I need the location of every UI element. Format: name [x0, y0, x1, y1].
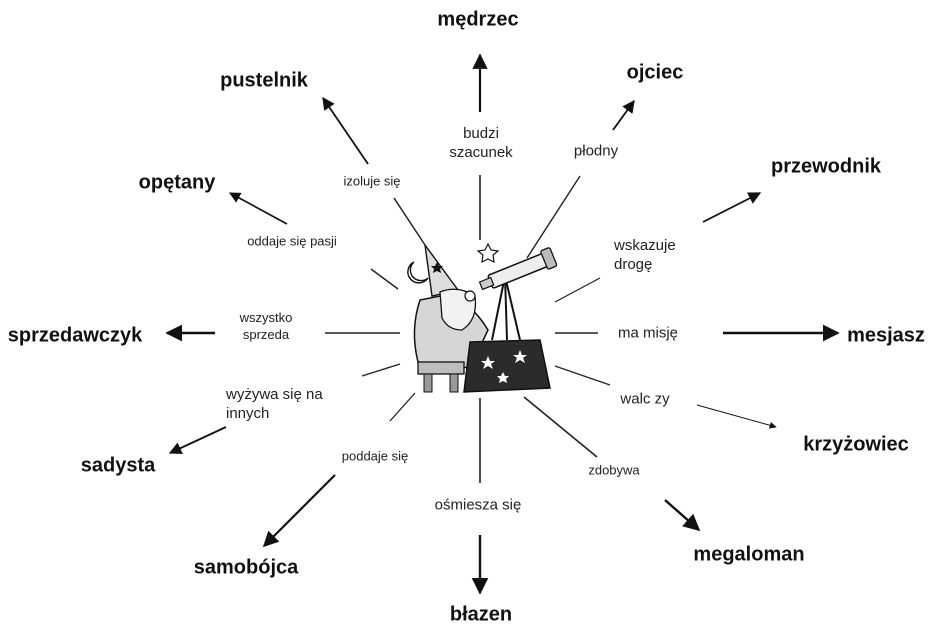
trait-right-up: wskazuje drogę	[614, 236, 676, 274]
arrow-right-up	[703, 193, 760, 222]
outcome-left: sprzedawczyk	[8, 325, 143, 348]
arrow-left-down	[170, 427, 226, 453]
telescope-icon	[488, 252, 551, 288]
outcome-bottom-right: megaloman	[693, 544, 804, 567]
line-right-down-inner	[555, 366, 610, 385]
arrow-top-left	[323, 98, 368, 164]
trait-bottom-left: poddaje się	[342, 448, 409, 465]
arrow-bottom-right	[665, 500, 699, 530]
trait-left-up: oddaje się pasji	[247, 233, 337, 250]
outcome-bottom-left: samobójca	[194, 557, 298, 580]
line-bottom-right-inner	[524, 397, 597, 457]
wizard-hat	[425, 245, 458, 296]
wizard-illustration	[408, 244, 557, 392]
trait-top: budzi szacunek	[449, 124, 512, 162]
line-top-right-inner	[527, 176, 580, 258]
trait-top-right: płodny	[574, 142, 618, 161]
arrow-right-down	[697, 405, 776, 427]
trait-top-left: izoluje się	[343, 173, 400, 190]
line-left-up-inner	[371, 269, 398, 289]
outcome-right: mesjasz	[847, 325, 925, 348]
trait-bottom-right: zdobywa	[588, 462, 639, 479]
line-right-up-inner	[555, 278, 600, 302]
trait-left-down: wyżywa się na innych	[226, 385, 323, 423]
trait-right-down: walc zy	[620, 390, 669, 409]
outcome-right-down: krzyżowiec	[803, 434, 909, 457]
trait-left: wszystko sprzeda	[240, 309, 293, 343]
arrow-bottom-left	[264, 475, 335, 546]
outcome-top: mędrzec	[437, 9, 518, 32]
outcome-left-up: opętany	[139, 172, 216, 195]
starry-table	[464, 340, 550, 392]
moon-icon	[408, 262, 428, 283]
star-icon	[478, 244, 498, 262]
trait-right: ma misję	[618, 324, 678, 343]
outcome-left-down: sadysta	[81, 455, 156, 478]
outcome-right-up: przewodnik	[771, 156, 881, 179]
line-bottom-left-inner	[390, 393, 415, 421]
outcome-top-left: pustelnik	[220, 70, 308, 93]
line-left-down-inner	[362, 364, 400, 376]
outcome-top-right: ojciec	[627, 62, 684, 85]
trait-bottom: ośmiesza się	[435, 496, 522, 515]
arrow-top-right	[613, 101, 634, 130]
arrow-left-up	[230, 193, 287, 224]
line-top-left-inner	[394, 198, 425, 245]
outcome-bottom: błazen	[450, 604, 512, 627]
